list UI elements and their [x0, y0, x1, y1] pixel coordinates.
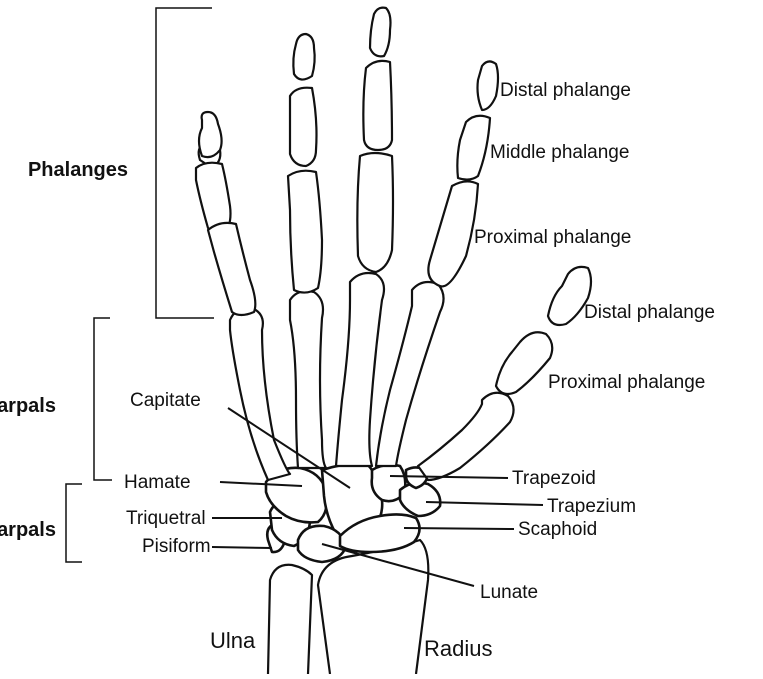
ulna-label: Ulna — [210, 628, 256, 653]
ulna-bone — [268, 565, 312, 674]
carpals-group-label: arpals — [0, 519, 56, 541]
middle-phalange-label: Middle phalange — [490, 142, 629, 163]
trapezoid-label: Trapezoid — [512, 468, 596, 489]
metacarpal-1 — [418, 393, 514, 480]
metacarpals-bracket — [94, 318, 112, 480]
trapezium-leader — [426, 502, 543, 505]
metacarpals-group-label: arpals — [0, 395, 56, 417]
phalanges-group-label: Phalanges — [28, 159, 128, 181]
scaphoid-label: Scaphoid — [518, 519, 597, 540]
metacarpal-3 — [336, 273, 384, 466]
metacarpal-5 — [230, 308, 290, 480]
radius-label: Radius — [424, 636, 492, 661]
hamate-label: Hamate — [124, 472, 191, 493]
capitate-label: Capitate — [130, 390, 201, 411]
distal-phalange-finger-label: Distal phalange — [500, 80, 631, 101]
distal-phalange-thumb-label: Distal phalange — [584, 302, 715, 323]
lunate-label: Lunate — [480, 582, 538, 603]
triquetral-label: Triquetral — [126, 508, 206, 529]
pisiform-label: Pisiform — [142, 536, 211, 557]
metacarpal-4 — [290, 291, 326, 468]
metacarpal-bones — [230, 273, 514, 480]
proximal-phalange-finger-label: Proximal phalange — [474, 227, 631, 248]
proximal-phalange-thumb-label: Proximal phalange — [548, 372, 705, 393]
scaphoid-leader — [404, 528, 514, 529]
metacarpal-2 — [376, 282, 444, 466]
carpals-bracket — [66, 484, 82, 562]
pisiform-leader — [212, 547, 272, 548]
trapezium-bone — [400, 483, 440, 516]
trapezium-label: Trapezium — [547, 496, 636, 517]
